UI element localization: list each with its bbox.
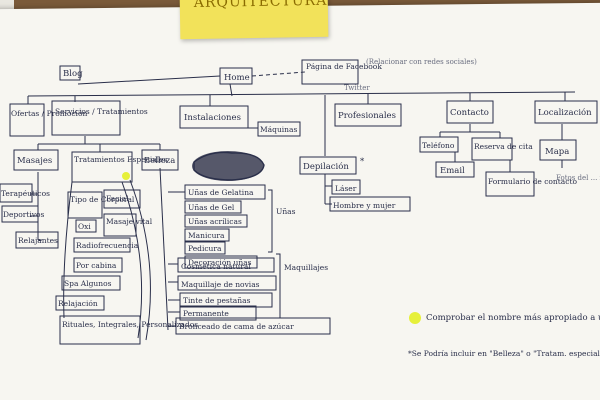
label-unas: Uñas <box>276 207 296 216</box>
node-rituales: Rituales, Integrales, Personalizados <box>62 320 198 329</box>
node-maquinas: Máquinas <box>260 125 297 134</box>
note-fotos: Fotos del ... facilidad ... aparcamiento… <box>556 174 600 182</box>
star-mark: * <box>360 157 365 167</box>
node-home: Home <box>224 73 250 83</box>
node-ofertas: Ofertas / Promoción <box>11 109 87 118</box>
node-permanente: Permanente <box>183 309 229 318</box>
note-incluir: *Se Podría incluir en "Belleza" o "Trata… <box>408 349 600 358</box>
node-depilacion: Depilación <box>303 161 349 172</box>
node-tratamientos-especiales: Tratamientos Especiales <box>74 155 168 164</box>
node-mapa: Mapa <box>545 147 569 157</box>
node-fb-note: (Relacionar con redes sociales) <box>366 58 477 66</box>
node-masajes: Masajes <box>17 156 52 166</box>
node-spa-algunos: Spa Algunos <box>64 279 112 288</box>
node-belleza: Belleza <box>144 156 175 166</box>
sticky-note: ARQUITECTURA <box>179 0 329 40</box>
node-unas-gelatina: Uñas de Gelatina <box>188 188 254 197</box>
node-deportivos: Deportivos <box>3 210 45 219</box>
highlight-dot <box>122 172 130 180</box>
node-formulario: Formulario de contacto <box>488 177 577 186</box>
node-relajantes: Relajantes <box>18 236 58 245</box>
node-email: Email <box>440 166 465 176</box>
node-relajacion: Relajación <box>58 299 98 308</box>
highlight-dot-note <box>409 312 421 324</box>
node-tinte-pestanas: Tinte de pestañas <box>183 296 251 305</box>
node-pedicura: Pedicura <box>188 244 222 253</box>
node-laser: Láser <box>335 184 357 193</box>
node-instalaciones: Instalaciones <box>184 113 241 123</box>
node-por-cabina: Por cabina <box>76 261 117 270</box>
node-radiofrecuencia: Radiofrecuencia <box>76 241 139 250</box>
label-maquillajes: Maquillajes <box>284 263 328 272</box>
node-twitter: Twitter <box>344 84 370 92</box>
sticky-note-text: ARQUITECTURA <box>193 0 328 12</box>
node-blog: Blog <box>63 69 83 79</box>
node-cosmetica: Cosmética natural <box>181 262 251 271</box>
node-facial: Facial <box>106 194 129 203</box>
node-contacto: Contacto <box>450 108 489 118</box>
node-terapeuticos: Terapéuticos <box>1 189 50 198</box>
node-profesionales: Profesionales <box>338 111 396 121</box>
node-oxi: Oxi <box>78 222 91 231</box>
note-comprobar: Comprobar el nombre más apropiado a usar <box>426 312 600 323</box>
node-facebook: Página de Facebook <box>306 62 382 71</box>
node-manicura: Manicura <box>188 231 225 240</box>
node-reserva-cita: Reserva de cita <box>474 142 533 151</box>
node-unas-gel: Uñas de Gel <box>188 203 235 212</box>
node-bronceado: Bronceado de cama de azúcar <box>179 322 294 331</box>
node-decoracion-unas: Decoración uñas <box>188 258 252 267</box>
node-telefono: Teléfono <box>422 141 455 150</box>
node-unas-acrilicas: Uñas acrílicas <box>188 217 242 226</box>
node-tipo-corporal: Tipo de Corporal <box>70 195 135 204</box>
node-masaje-vital: Masaje vital <box>106 217 153 226</box>
node-localizacion: Localización <box>538 107 592 118</box>
node-maquillaje-novias: Maquillaje de novias <box>181 280 260 289</box>
scribble-uñas-de-gel <box>192 151 265 181</box>
node-servicios: Servicios / Tratamientos <box>55 107 148 116</box>
node-hombre-mujer: Hombre y mujer <box>333 201 396 210</box>
